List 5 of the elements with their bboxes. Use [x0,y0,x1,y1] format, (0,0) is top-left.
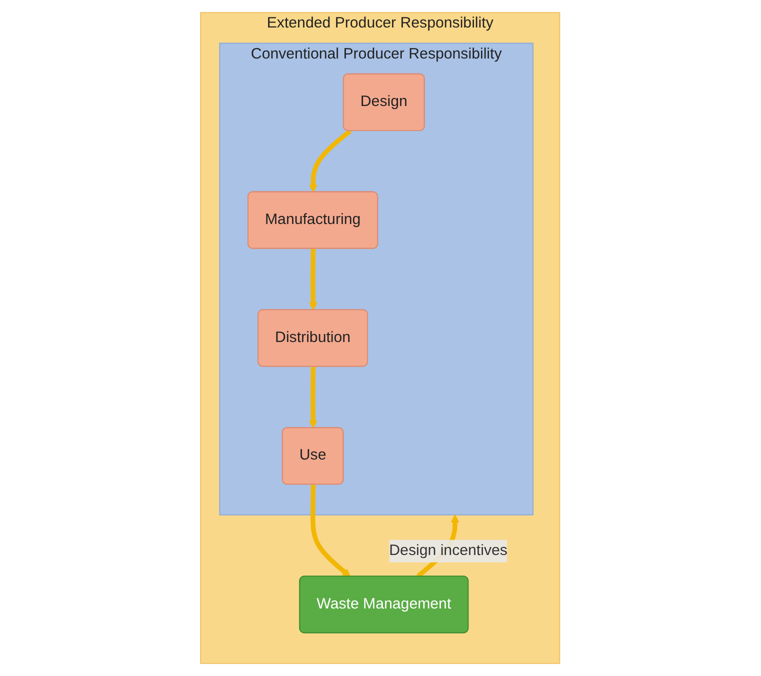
edge-label: Design incentives [390,542,508,559]
arrow [309,366,318,428]
arrow [309,248,318,311]
arrow [309,129,352,193]
arrow [310,484,351,578]
